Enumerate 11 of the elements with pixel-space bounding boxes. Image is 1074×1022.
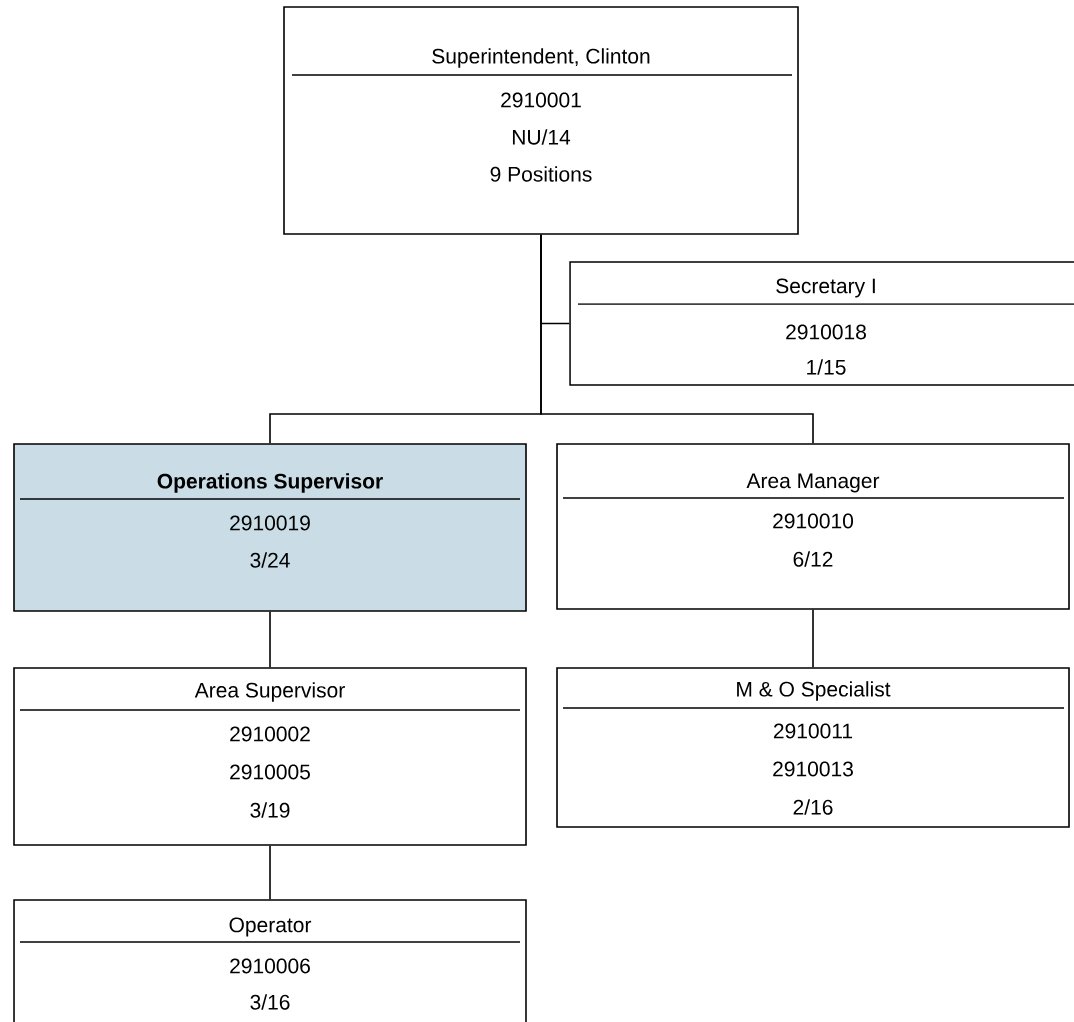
position-box: M & O Specialist 2910011 2910013 2/16 — [556, 667, 1070, 828]
position-box: Superintendent, Clinton 2910001 NU/14 9 Positions — [283, 6, 799, 235]
position-box: Secretary I 2910018 1/15 — [569, 261, 1074, 386]
position-box: Operations Supervisor 2910019 3/24 — [13, 443, 527, 612]
connector-line — [269, 845, 271, 900]
connector-line — [540, 234, 814, 444]
position-box: Area Manager 2910010 6/12 — [556, 443, 1070, 610]
position-box: Operator 2910006 3/16 — [13, 899, 527, 1022]
connector-line — [812, 609, 814, 668]
connector-line — [269, 611, 271, 668]
position-box: Area Supervisor 2910002 2910005 3/19 — [13, 667, 527, 846]
